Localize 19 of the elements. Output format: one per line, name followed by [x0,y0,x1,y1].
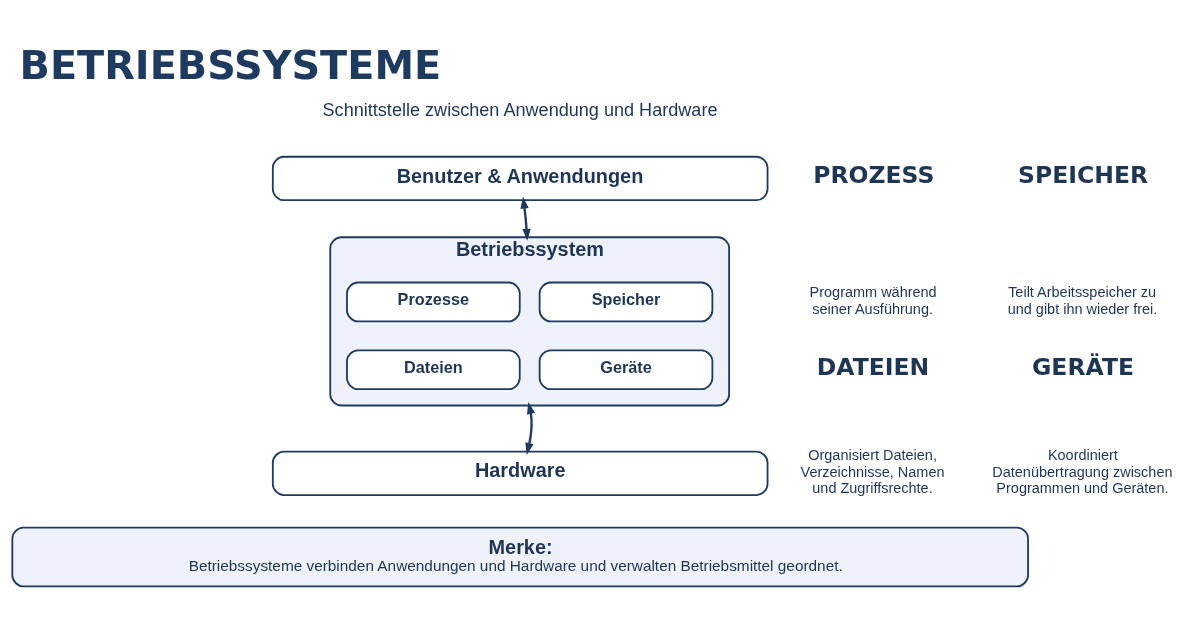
label: PROZESS [813,160,935,189]
node-box: Benutzer & Anwendungen [271,155,769,201]
label: GERÄTE [1032,352,1134,381]
label: Programm während seiner Ausführung. [809,283,937,317]
arrow [520,196,531,241]
label: DATEIEN [816,352,930,381]
node-box: Merke: Betriebssysteme verbinden Anwendungen und Hardware und verwalten Betriebsmittel geordnet. [11,526,1029,587]
diagram-title: BETRIEBSSYSTEME [19,41,442,88]
label: Koordiniert Datenübertragung zwischen Programmen und Geräten. [992,446,1173,496]
label: SPEICHER [1018,160,1149,189]
node-box: Prozesse [346,281,521,322]
node-box: Dateien [346,348,521,390]
node-box: Hardware [271,450,769,496]
node-box: Geräte [538,348,714,390]
label: Organisiert Dateien, Verzeichnisse, Namen und Zugriffsrechte. [800,446,945,496]
node-box: Speicher [538,281,714,322]
label: Teilt Arbeitsspeicher zu und gibt ihn wieder frei. [1007,283,1158,317]
arrow [525,401,536,455]
label: Schnittstelle zwischen Anwendung und Hardware [322,99,718,120]
